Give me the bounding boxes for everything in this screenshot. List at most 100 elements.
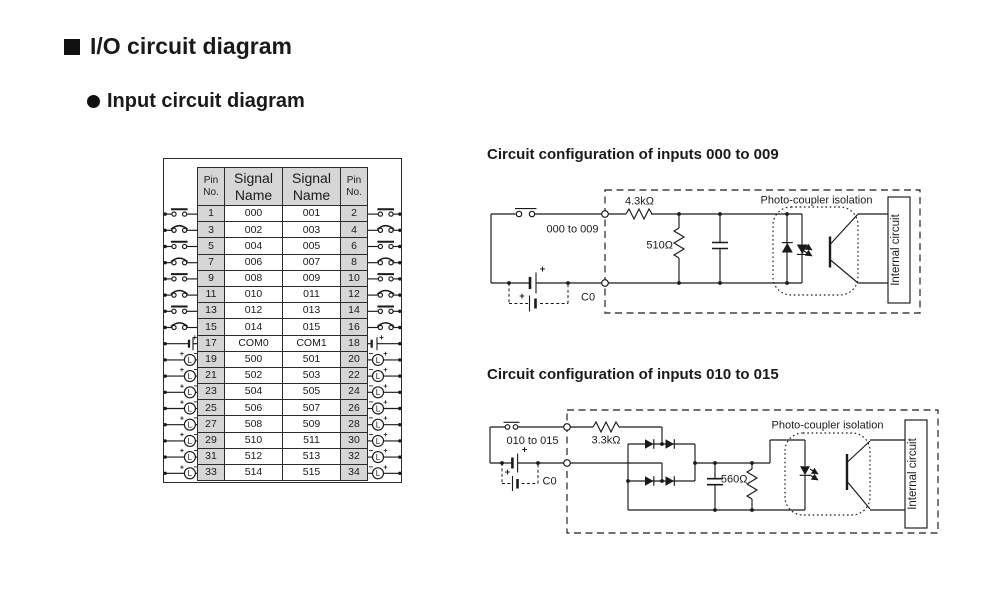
- diode-bridge-wires: [627, 439, 806, 511]
- circuit-2-title: Circuit configuration of inputs 010 to 0…: [487, 366, 779, 383]
- svg-text:−: −: [193, 446, 198, 455]
- signal-name-cell: COM0: [225, 335, 283, 352]
- contact-a-symbol: [367, 273, 402, 282]
- svg-text:L: L: [376, 437, 381, 446]
- load-symbol: L−+: [367, 430, 402, 447]
- svg-text:+: +: [383, 365, 388, 374]
- pin-number-cell: 15: [198, 319, 225, 336]
- svg-text:+: +: [180, 381, 185, 390]
- series-resistor: [625, 207, 653, 221]
- photocoupler-label: Photo-coupler isolation: [761, 195, 873, 207]
- svg-text:L: L: [376, 421, 381, 430]
- svg-text:+: +: [180, 430, 185, 439]
- page-title: I/O circuit diagram: [64, 33, 292, 60]
- pin-number-cell: 34: [341, 465, 368, 482]
- svg-text:L: L: [188, 421, 193, 430]
- signal-name-cell: 500: [225, 351, 283, 368]
- svg-text:L: L: [188, 388, 193, 397]
- svg-text:+: +: [180, 414, 185, 423]
- input-terminal: [563, 423, 571, 431]
- polarity-plus: +: [522, 445, 528, 456]
- switch-contact: [504, 424, 511, 430]
- signal-name-cell: 009: [283, 270, 341, 287]
- svg-text:L: L: [376, 388, 381, 397]
- signal-name-cell: 007: [283, 254, 341, 271]
- input-range-label: 010 to 015: [507, 435, 559, 447]
- polarity-plus: +: [540, 264, 546, 275]
- svg-text:+: +: [180, 446, 185, 455]
- signal-name-cell: 015: [283, 319, 341, 336]
- contact-b-symbol: [367, 322, 402, 331]
- pin-number-cell: 26: [341, 400, 368, 417]
- load-symbol: L−+: [367, 462, 402, 480]
- internal-circuit-label: Internal circuit: [907, 437, 919, 509]
- pin-number-cell: 23: [198, 384, 225, 401]
- switch-contact: [528, 210, 536, 218]
- svg-text:−: −: [193, 381, 198, 390]
- pin-number-cell: 10: [341, 270, 368, 287]
- signal-name-cell: 501: [283, 351, 341, 368]
- pin-number-cell: 18: [341, 335, 368, 352]
- alt-dc-source-wires: [508, 283, 569, 304]
- svg-text:L: L: [188, 404, 193, 413]
- pin-number-cell: 16: [341, 319, 368, 336]
- contact-a-symbol: [163, 273, 197, 282]
- pin-number-cell: 29: [198, 432, 225, 449]
- pin-number-cell: 33: [198, 465, 225, 482]
- svg-text:+: +: [383, 398, 388, 407]
- svg-text:−: −: [368, 462, 373, 471]
- signal-name-cell: 514: [225, 465, 283, 482]
- svg-text:−: −: [193, 398, 198, 407]
- circle-bullet-icon: [87, 95, 100, 108]
- signal-name-cell: 502: [225, 367, 283, 385]
- signal-name-cell: 510: [225, 432, 283, 449]
- input-terminal: [601, 210, 609, 218]
- bridge-diodes: [645, 439, 675, 486]
- svg-text:+: +: [379, 333, 384, 342]
- shunt-resistor-label: 510Ω: [646, 240, 673, 252]
- page-title-text: I/O circuit diagram: [90, 33, 292, 59]
- square-bullet-icon: [64, 38, 80, 55]
- contact-a-symbol: [367, 305, 402, 314]
- load-symbol: L−+: [367, 365, 402, 383]
- svg-text:L: L: [376, 453, 381, 462]
- signal-name-cell: 004: [225, 238, 283, 255]
- pin-number-cell: 11: [198, 286, 225, 304]
- led-light-arrow: [803, 249, 813, 257]
- common-label: C0: [581, 292, 595, 304]
- load-symbol: L+−: [163, 365, 198, 383]
- svg-text:+: +: [383, 381, 388, 390]
- internal-circuit-label: Internal circuit: [890, 213, 902, 285]
- signal-name-cell: 506: [225, 400, 283, 417]
- svg-text:L: L: [188, 372, 193, 381]
- shunt-resistor: [745, 468, 759, 500]
- contact-a-symbol: [163, 240, 197, 250]
- svg-text:L: L: [376, 404, 381, 413]
- svg-text:+: +: [180, 365, 185, 374]
- signal-name-cell: 513: [283, 448, 341, 465]
- signal-name-cell: 511: [283, 432, 341, 449]
- load-symbol: L+−: [163, 430, 198, 447]
- contact-b-symbol: [367, 224, 402, 233]
- pin-number-cell: 32: [341, 448, 368, 465]
- svg-text:L: L: [188, 437, 193, 446]
- svg-text:L: L: [188, 453, 193, 462]
- svg-text:+: +: [383, 462, 388, 471]
- led-light-arrow: [809, 467, 819, 475]
- battery-symbol: +: [367, 333, 402, 351]
- load-symbol: L+−: [163, 462, 198, 480]
- shunt-resistor: [672, 227, 686, 259]
- common-terminal: [601, 279, 609, 287]
- signal-name-cell: 002: [225, 222, 283, 239]
- outer-dashed-box: [566, 409, 939, 534]
- signal-name-cell: 508: [225, 416, 283, 433]
- contact-a-symbol: [367, 208, 402, 217]
- signal-name-cell: 509: [283, 416, 341, 433]
- pin-number-cell: 28: [341, 416, 368, 433]
- pin-number-cell: 12: [341, 286, 368, 304]
